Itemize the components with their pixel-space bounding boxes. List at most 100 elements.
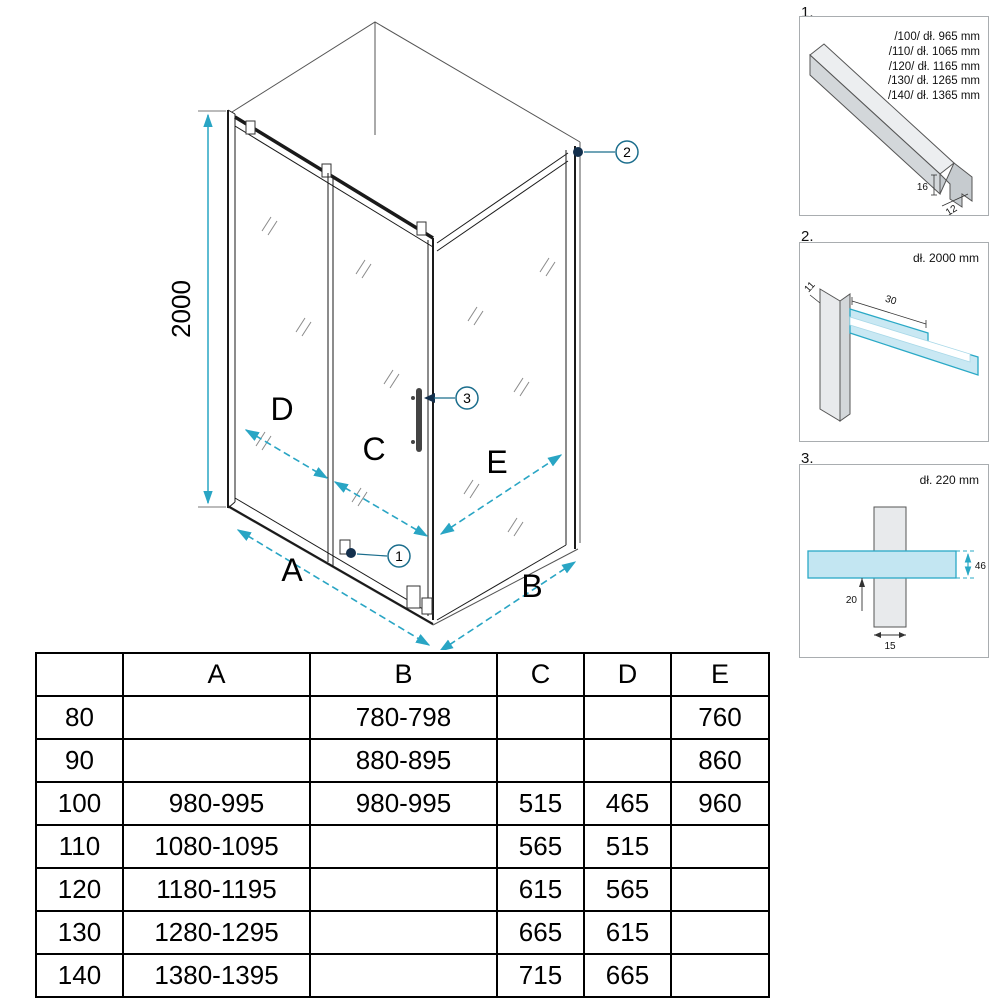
cell-e: [670, 824, 770, 869]
dim-label-c: C: [362, 431, 385, 467]
row-size: 80: [35, 695, 124, 740]
callout-1-number: 1: [395, 548, 403, 564]
detail-1-box: /100/ dł. 965 mm /110/ dł. 1065 mm /120/…: [799, 16, 989, 218]
cell-b: [309, 910, 498, 955]
header-e: E: [670, 652, 770, 697]
height-label: 2000: [166, 280, 196, 338]
cell-a: 1280-1295: [122, 910, 311, 955]
enclosure-outline: [227, 21, 581, 626]
size-line: /110/ dł. 1065 mm: [888, 45, 980, 58]
cell-b: 880-895: [309, 738, 498, 783]
table-row: 120 1180-1195 615 565: [35, 867, 770, 912]
header-size: [35, 652, 124, 697]
dim-label-e: E: [486, 444, 507, 480]
cell-a: 1380-1395: [122, 953, 311, 998]
detail-3-drawing: 46 20 15: [807, 506, 987, 652]
callout-2-number: 2: [623, 144, 631, 160]
door-handle: [411, 388, 422, 452]
callout-3: 3: [424, 386, 479, 410]
cell-a: [122, 738, 311, 783]
detail-2-drawing: 11 30: [803, 279, 979, 422]
size-line: /140/ dł. 1365 mm: [887, 90, 980, 103]
detail-3-box: dł. 220 mm 46 20 15: [799, 464, 989, 658]
header-b: B: [309, 652, 498, 697]
cell-e: [670, 910, 770, 955]
cell-d: [583, 738, 672, 783]
detail-3-number: 3.: [801, 450, 814, 467]
detail-1-drawing: 16 12: [809, 43, 973, 218]
cell-d: 515: [583, 824, 672, 869]
cell-d: 665: [583, 953, 672, 998]
row-size: 90: [35, 738, 124, 783]
cell-e: 760: [670, 695, 770, 740]
cell-b: 980-995: [309, 781, 498, 826]
left-wall-profile: [227, 109, 236, 509]
cell-d: 465: [583, 781, 672, 826]
callout-2: 2: [573, 140, 639, 164]
top-rail: [234, 115, 434, 248]
table-row: 130 1280-1295 665 615: [35, 910, 770, 955]
dim-label-a: A: [281, 552, 303, 588]
main-drawing: 2000 D C E A B 2 3 1: [166, 21, 639, 650]
size-line: /130/ dł. 1265 mm: [887, 75, 980, 88]
size-spec-table: A B C D E 80 780-798 760 90 880-895 860 …: [35, 652, 770, 998]
detail-1-dim-height: 16: [917, 182, 929, 193]
table-row: 110 1080-1095 565 515: [35, 824, 770, 869]
cell-b: [309, 867, 498, 912]
detail-2-dim-left: 11: [803, 279, 818, 294]
dimension-height: 2000: [166, 110, 226, 508]
cell-b: 780-798: [309, 695, 498, 740]
side-panel: [436, 146, 576, 621]
table-header-row: A B C D E: [35, 652, 770, 697]
cell-e: 960: [670, 781, 770, 826]
cell-c: 715: [496, 953, 585, 998]
header-d: D: [583, 652, 672, 697]
detail-2-length: dł. 2000 mm: [912, 251, 979, 265]
cell-e: [670, 867, 770, 912]
cell-a: 980-995: [122, 781, 311, 826]
dimension-lines: [236, 429, 577, 650]
detail-3-dim-bottom: 15: [884, 641, 896, 652]
cell-c: [496, 738, 585, 783]
callout-3-number: 3: [463, 390, 471, 406]
cell-a: [122, 695, 311, 740]
detail-2-number: 2.: [801, 228, 814, 245]
table-row: 80 780-798 760: [35, 695, 770, 740]
cell-b: [309, 824, 498, 869]
detail-2-box: dł. 2000 mm 11 30: [799, 242, 989, 442]
row-size: 130: [35, 910, 124, 955]
cell-d: 615: [583, 910, 672, 955]
detail-1-size-list: /100/ dł. 965 mm /110/ dł. 1065 mm /120/…: [888, 30, 980, 104]
size-line: /120/ dł. 1165 mm: [888, 60, 980, 73]
size-line: /100/ dł. 965 mm: [894, 31, 980, 43]
cell-d: [583, 695, 672, 740]
row-size: 110: [35, 824, 124, 869]
cell-e: 860: [670, 738, 770, 783]
cell-c: [496, 695, 585, 740]
dim-label-d: D: [270, 391, 293, 427]
dim-label-b: B: [521, 568, 542, 604]
cell-c: 615: [496, 867, 585, 912]
detail-3-length: dł. 220 mm: [919, 473, 979, 487]
detail-3-dim-lower: 20: [846, 595, 858, 606]
table-row: 100 980-995 980-995 515 465 960: [35, 781, 770, 826]
table-row: 90 880-895 860: [35, 738, 770, 783]
table-row: 140 1380-1395 715 665: [35, 953, 770, 998]
cell-d: 565: [583, 867, 672, 912]
row-size: 140: [35, 953, 124, 998]
detail-3-dim-right: 46: [975, 561, 987, 572]
detail-2-dim-top: 30: [884, 294, 898, 308]
cell-c: 565: [496, 824, 585, 869]
cell-c: 665: [496, 910, 585, 955]
cell-c: 515: [496, 781, 585, 826]
cell-a: 1080-1095: [122, 824, 311, 869]
cell-b: [309, 953, 498, 998]
header-c: C: [496, 652, 585, 697]
callout-1: 1: [346, 544, 411, 568]
cell-e: [670, 953, 770, 998]
row-size: 120: [35, 867, 124, 912]
row-size: 100: [35, 781, 124, 826]
cell-a: 1180-1195: [122, 867, 311, 912]
detail-1-dim-width: 12: [944, 203, 960, 215]
